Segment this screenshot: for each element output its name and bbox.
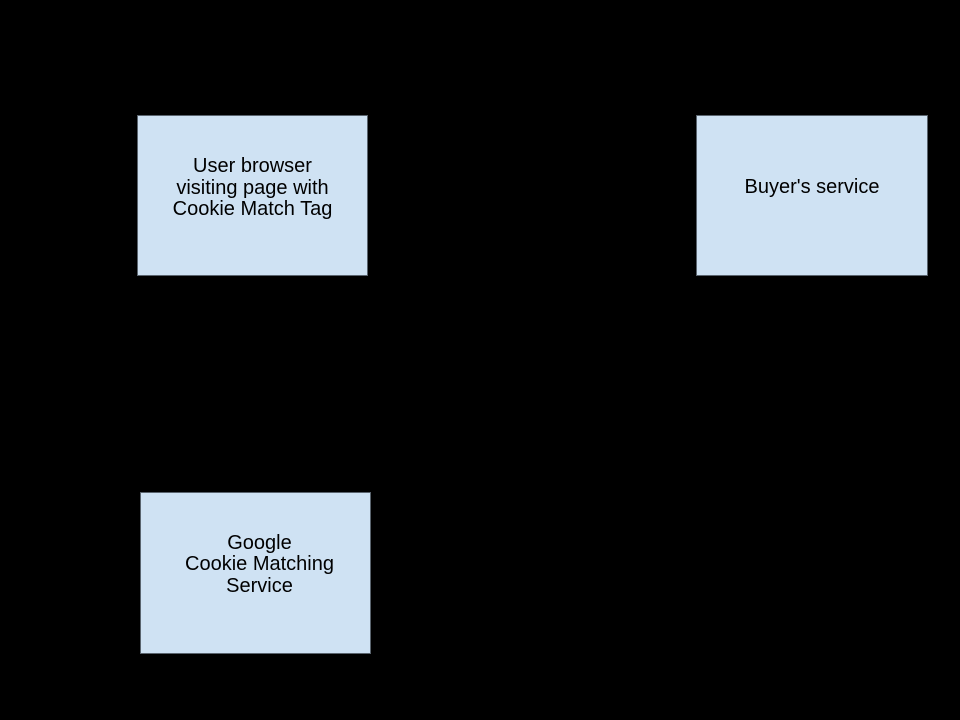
node-google-cookie-matching-service: Google Cookie Matching Service — [140, 492, 371, 654]
node-label-line: Cookie Matching — [185, 553, 334, 576]
node-label-line: Buyer's service — [744, 175, 880, 198]
node-user-browser: User browser visiting page with Cookie M… — [137, 115, 368, 276]
node-label: Google Cookie Matching Service — [145, 531, 374, 598]
node-label-line: visiting page with — [176, 176, 329, 199]
node-label: Buyer's service — [697, 175, 927, 199]
node-label-line: User browser — [193, 155, 312, 178]
node-label-line: Service — [226, 574, 293, 597]
node-buyers-service: Buyer's service — [696, 115, 928, 276]
node-label: User browser visiting page with Cookie M… — [138, 156, 367, 221]
node-label-line: Cookie Match Tag — [172, 198, 333, 221]
node-label-line: Google — [227, 531, 292, 554]
